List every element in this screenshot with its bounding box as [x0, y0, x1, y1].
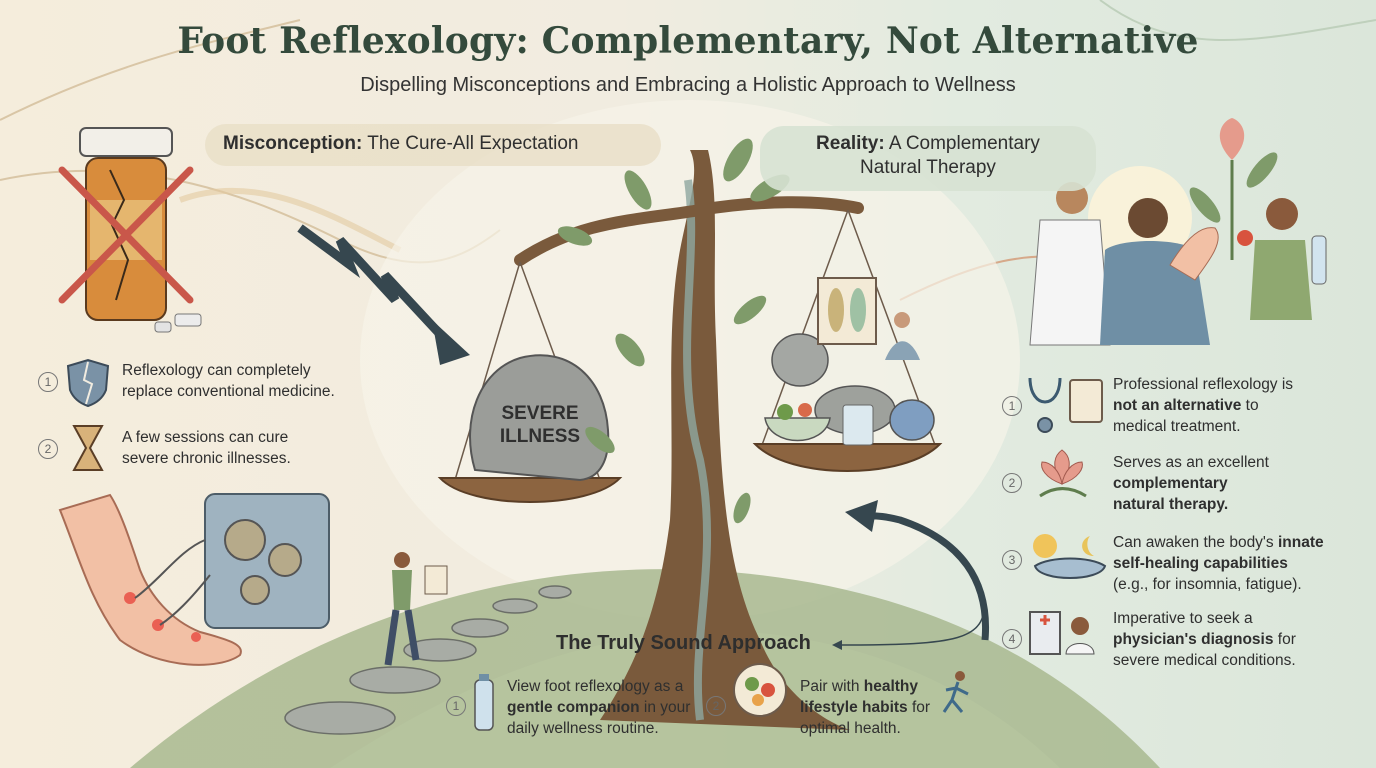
approach-item-2-number: 2: [706, 696, 726, 716]
approach-item-1-p2: in your: [639, 699, 691, 716]
lotus-icon: [1039, 449, 1087, 498]
hospital-doctor-icon: [1029, 611, 1095, 655]
sleep-mask-sun-moon-icon: [1033, 534, 1107, 579]
swirl-line: [178, 187, 402, 253]
hourglass-icon: [72, 425, 104, 471]
misconception-heading-rest: The Cure-All Expectation: [362, 133, 579, 154]
reality-item-4-number: 4: [1002, 629, 1022, 649]
misconception-item-1-line2: replace conventional medicine.: [122, 383, 335, 400]
misconception-heading-bold: Misconception:: [223, 133, 363, 154]
approach-item-1-number: 1: [446, 696, 466, 716]
misconception-item-1-number: 1: [38, 372, 58, 392]
reality-item-4: Imperative to seek a physician's diagnos…: [1113, 608, 1363, 671]
misconception-item-2-line2: severe chronic illnesses.: [122, 450, 291, 467]
stepping-stones: [284, 585, 572, 735]
approach-item-2-p3: optimal health.: [800, 720, 901, 737]
page-title: Foot Reflexology: Complementary, Not Alt…: [177, 20, 1199, 62]
running-person-icon: [942, 671, 969, 713]
flower-icon: [1189, 118, 1278, 260]
approach-heading: The Truly Sound Approach: [556, 632, 811, 654]
foot-machine-illustration: [58, 493, 330, 666]
misconception-item-2-line1: A few sessions can cure: [122, 429, 289, 446]
misconception-heading: Misconception: The Cure-All Expectation: [205, 124, 661, 166]
reality-item-1-number: 1: [1002, 396, 1022, 416]
approach-item-1-b1: gentle companion: [507, 699, 640, 716]
reality-item-4-p2: for: [1273, 631, 1296, 648]
misconception-item-1: Reflexology can completely replace conve…: [122, 360, 382, 402]
misconception-item-1-line1: Reflexology can completely: [122, 362, 311, 379]
approach-item-2-b1: healthy: [863, 678, 919, 695]
leaf-decorations: [557, 138, 790, 524]
reality-item-3: Can awaken the body's innate self-healin…: [1113, 532, 1363, 595]
reality-item-3-number: 3: [1002, 550, 1022, 570]
pill-bottle-icon: [58, 127, 202, 333]
reality-item-2-b2: natural therapy.: [1113, 496, 1229, 513]
reality-item-1-p2: to: [1241, 397, 1259, 414]
reality-heading-rest: A Complementary: [884, 133, 1040, 154]
stone-label: SEVERE ILLNESS: [480, 402, 600, 448]
reality-item-2-b1: complementary: [1113, 475, 1228, 492]
reality-item-3-b1: innate: [1277, 534, 1324, 551]
swirl-line: [1099, 0, 1376, 41]
reality-item-4-p3: severe medical conditions.: [1113, 652, 1296, 669]
reality-heading-line2: Natural Therapy: [860, 157, 996, 178]
approach-item-2: Pair with healthy lifestyle habits for o…: [800, 676, 970, 739]
down-arrow-icon: [297, 224, 454, 349]
approach-item-2-b2: lifestyle habits: [800, 699, 908, 716]
reality-item-2-p1: Serves as an excellent: [1113, 454, 1269, 471]
reality-item-3-b2: self-healing capabilities: [1113, 555, 1288, 572]
page-subtitle: Dispelling Misconceptions and Embracing …: [360, 74, 1016, 96]
reality-item-4-p1: Imperative to seek a: [1113, 610, 1253, 627]
healthy-food-bowl-icon: [733, 663, 787, 717]
water-bottle-icon: [474, 674, 494, 731]
reality-item-1-p3: medical treatment.: [1113, 418, 1241, 435]
cross-mark: [58, 166, 194, 304]
tree-balance-scale: [437, 150, 943, 730]
stone-label-line2: ILLNESS: [499, 426, 581, 447]
reality-item-2-number: 2: [1002, 473, 1022, 493]
misconception-item-2-number: 2: [38, 439, 58, 459]
reality-heading-bold: Reality:: [816, 133, 885, 154]
approach-item-1: View foot reflexology as a gentle compan…: [507, 676, 712, 739]
reality-item-1-p1: Professional reflexology is: [1113, 376, 1294, 393]
broken-shield-icon: [66, 358, 110, 408]
reality-item-1-b1: not an alternative: [1113, 397, 1242, 414]
approach-item-1-p3: daily wellness routine.: [507, 720, 659, 737]
reality-item-2: Serves as an excellent complementary nat…: [1113, 452, 1353, 515]
swirl-line: [0, 19, 301, 121]
walking-person-illustration: [384, 552, 448, 666]
stone-label-line1: SEVERE: [501, 403, 579, 424]
reality-item-4-b1: physician's diagnosis: [1113, 631, 1274, 648]
reality-item-1: Professional reflexology is not an alter…: [1113, 374, 1353, 437]
misconception-item-2: A few sessions can cure severe chronic i…: [122, 427, 382, 469]
approach-item-2-p1: Pair with: [800, 678, 864, 695]
pointer-line: [839, 599, 986, 646]
reality-heading: Reality: A Complementary Natural Therapy: [760, 126, 1096, 191]
stethoscope-chart-icon: [1028, 377, 1103, 433]
therapy-people-illustration: [1029, 166, 1327, 346]
reality-item-3-p3: (e.g., for insomnia, fatigue).: [1113, 576, 1302, 593]
approach-item-2-p2: for: [907, 699, 931, 716]
reality-item-3-p1: Can awaken the body's: [1113, 534, 1278, 551]
approach-item-1-p1: View foot reflexology as a: [507, 678, 684, 695]
